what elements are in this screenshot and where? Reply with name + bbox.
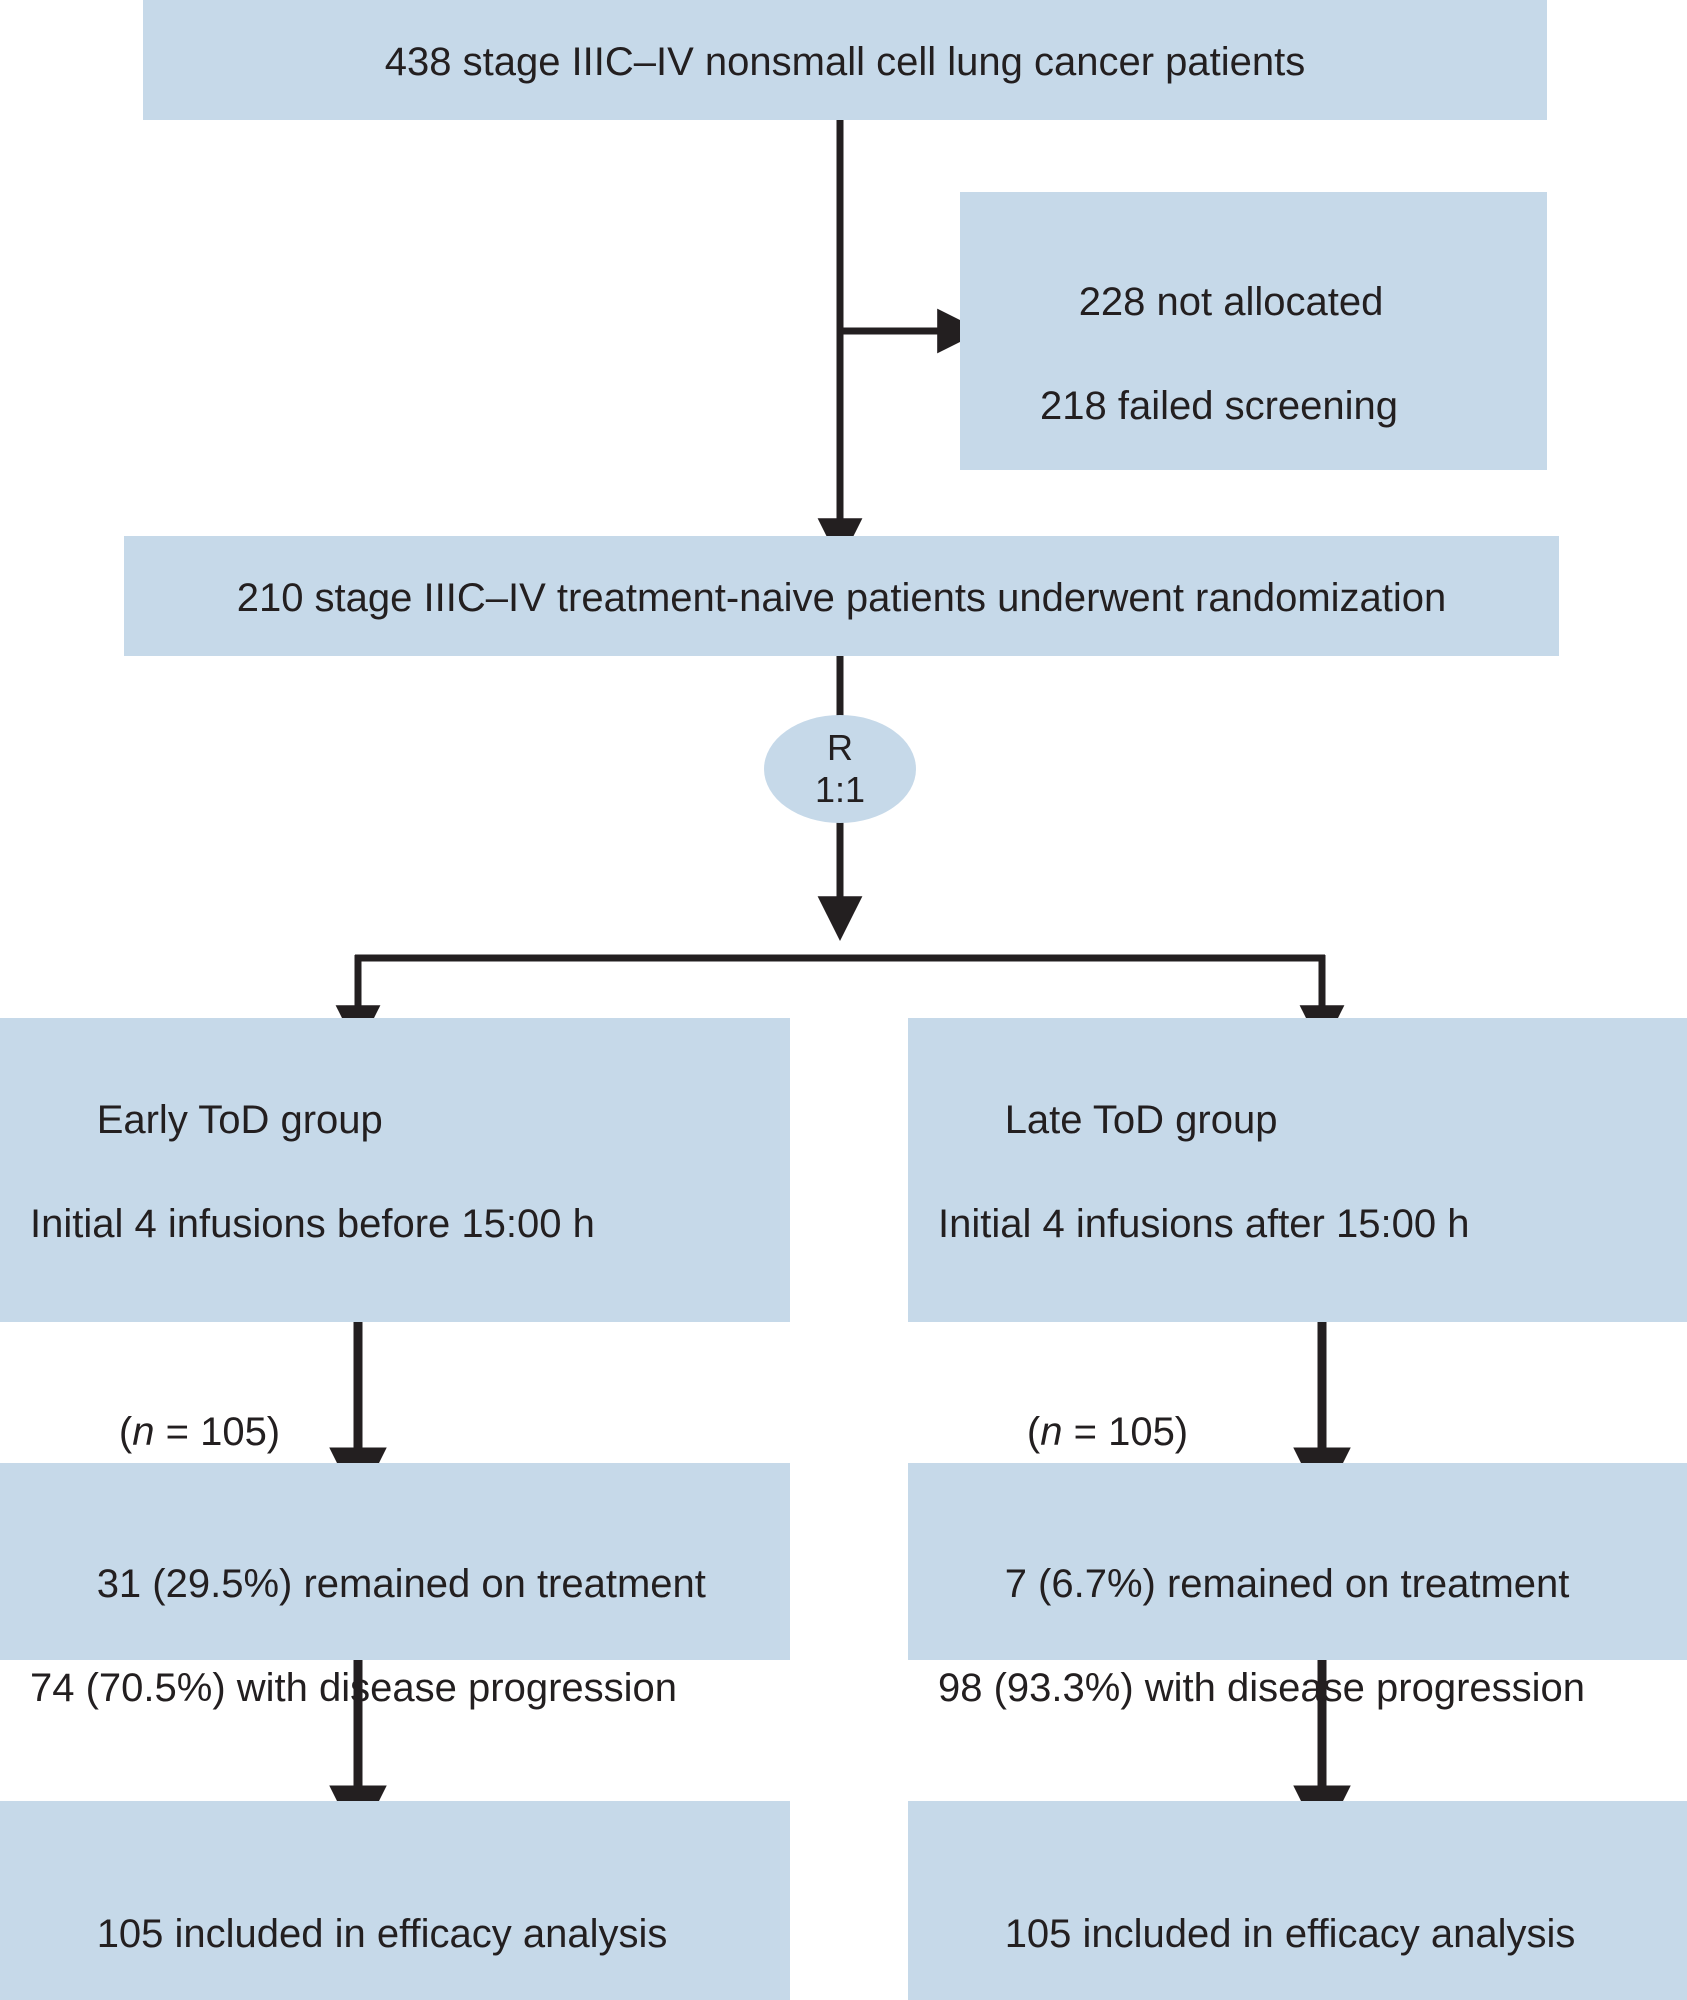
randomization-ratio: 1:1	[814, 769, 866, 810]
node-late-treatment-status: 7 (6.7%) remained on treatment 98 (93.3%…	[908, 1463, 1687, 1710]
early-status-lines: 31 (29.5%) remained on treatment 74 (70.…	[0, 1506, 790, 1818]
randomization-label: R	[827, 726, 853, 768]
early-group-title: Early ToD group	[96, 1098, 383, 1142]
node-late-tod-group: Late ToD group Initial 4 infusions after…	[908, 1018, 1687, 1848]
early-group-n: (n = 105)	[30, 1354, 790, 1510]
early-analysis-efficacy: 105 included in efficacy analysis	[96, 1912, 668, 1956]
node-randomized: 210 stage IIIC–IV treatment-naive patien…	[124, 536, 1559, 656]
excluded-line-2: 218 failed screening	[1040, 384, 1399, 428]
node-enrollment-text: 438 stage IIIC–IV nonsmall cell lung can…	[384, 40, 1306, 84]
late-analysis-efficacy: 105 included in efficacy analysis	[1004, 1912, 1576, 1956]
late-n-symbol: n	[1040, 1410, 1063, 1454]
late-status-progression: 98 (93.3%) with disease progression	[938, 1666, 1586, 1710]
early-n-symbol: n	[132, 1410, 155, 1454]
late-analysis-lines: 105 included in efficacy analysis 105 in…	[908, 1856, 1687, 2000]
node-early-treatment-status: 31 (29.5%) remained on treatment 74 (70.…	[0, 1463, 790, 1710]
early-status-remained: 31 (29.5%) remained on treatment	[96, 1562, 706, 1606]
late-status-lines: 7 (6.7%) remained on treatment 98 (93.3%…	[908, 1506, 1687, 1818]
node-early-analysis: 105 included in efficacy analysis 105 in…	[0, 1801, 790, 2000]
late-status-remained: 7 (6.7%) remained on treatment	[1004, 1562, 1570, 1606]
early-analysis-lines: 105 included in efficacy analysis 105 in…	[0, 1856, 790, 2000]
node-randomization-ratio: R 1:1	[764, 715, 916, 823]
excluded-line-1: 228 not allocated	[1078, 280, 1384, 324]
late-n-open: (	[1026, 1410, 1041, 1454]
node-randomized-text: 210 stage IIIC–IV treatment-naive patien…	[236, 576, 1447, 620]
node-late-analysis: 105 included in efficacy analysis 105 in…	[908, 1801, 1687, 2000]
node-early-tod-group: Early ToD group Initial 4 infusions befo…	[0, 1018, 790, 1848]
early-n-open: (	[118, 1410, 133, 1454]
late-group-n: (n = 105)	[938, 1354, 1687, 1510]
late-group-title: Late ToD group	[1004, 1098, 1278, 1142]
early-group-schedule: Initial 4 infusions before 15:00 h	[30, 1202, 595, 1246]
early-status-progression: 74 (70.5%) with disease progression	[30, 1666, 678, 1710]
late-n-value: = 105)	[1062, 1410, 1189, 1454]
late-group-schedule: Initial 4 infusions after 15:00 h	[938, 1202, 1470, 1246]
node-excluded: 228 not allocated 218 failed screening 1…	[960, 192, 1547, 584]
node-enrollment: 438 stage IIIC–IV nonsmall cell lung can…	[143, 0, 1547, 120]
early-n-value: = 105)	[154, 1410, 281, 1454]
